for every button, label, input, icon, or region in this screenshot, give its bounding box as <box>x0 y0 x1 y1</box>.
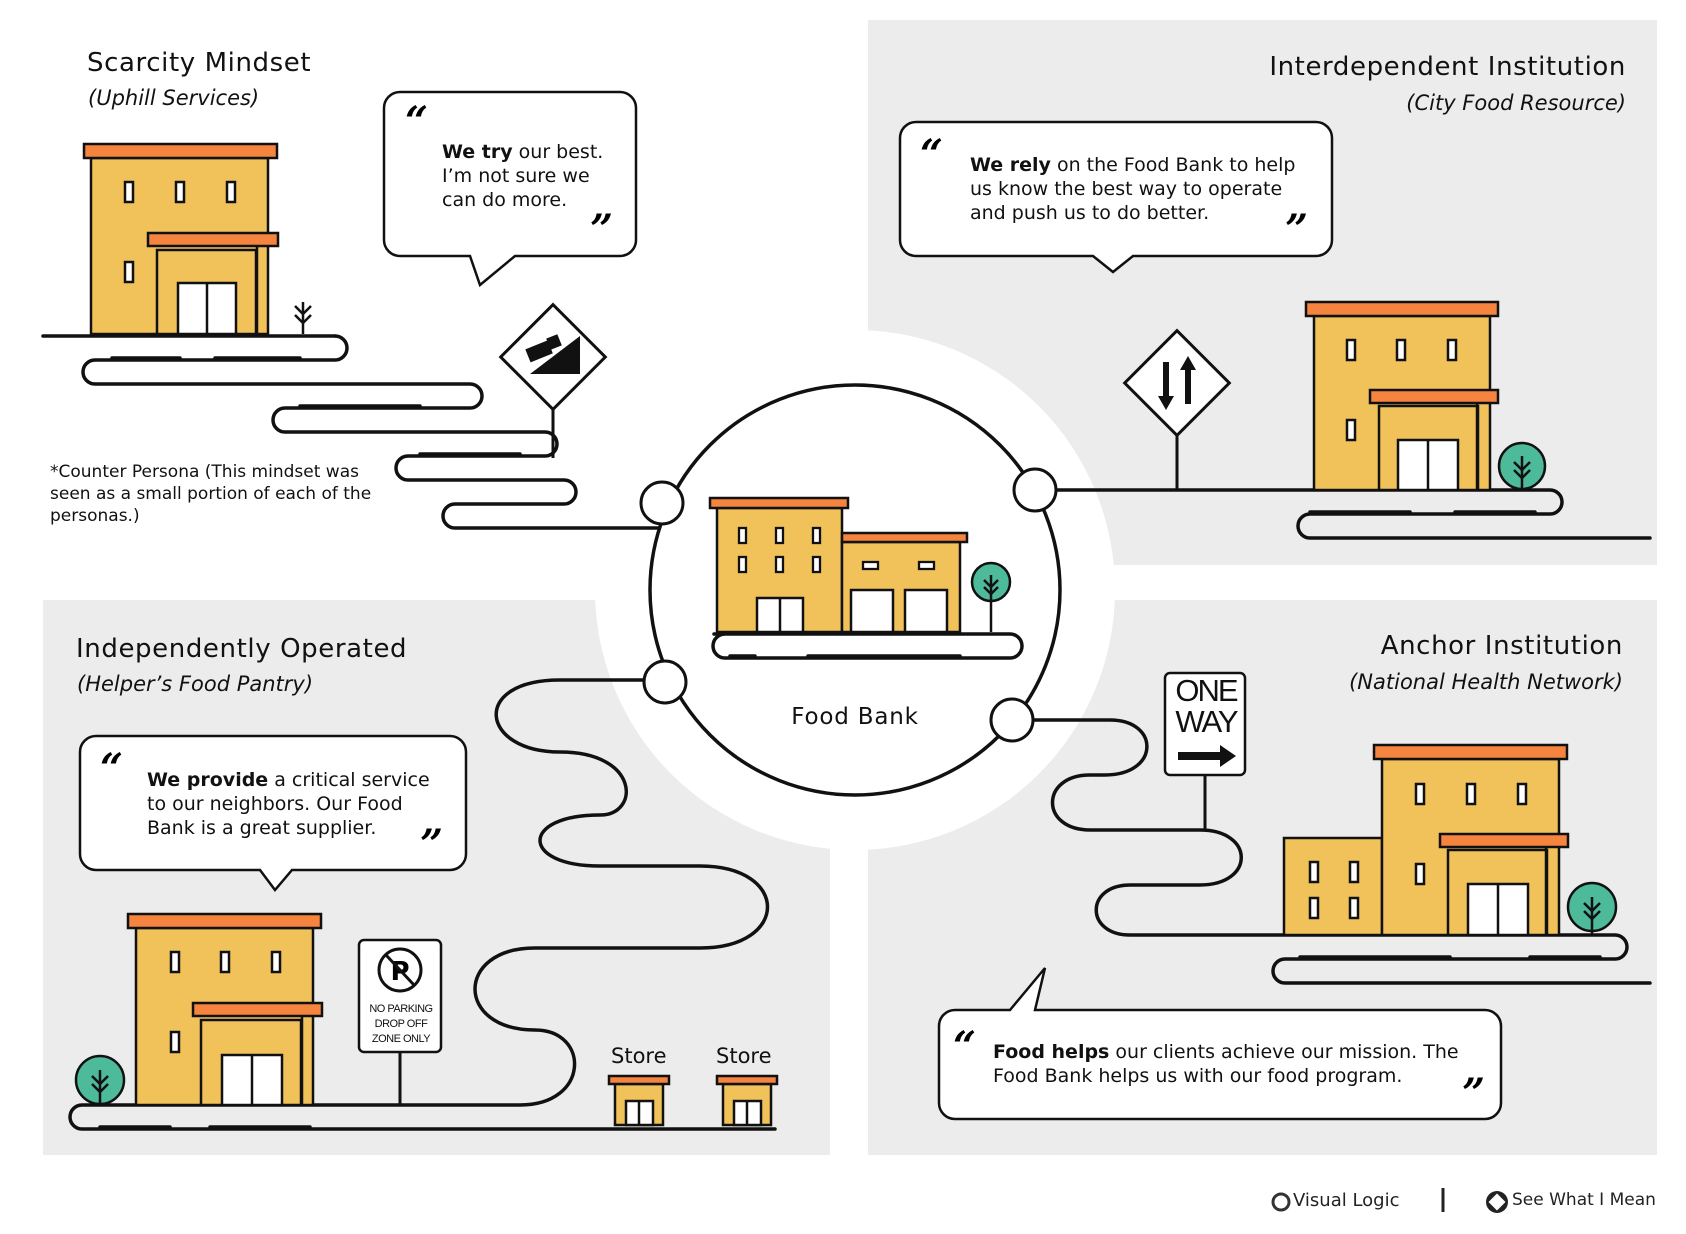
quote-rest: our best. I’m not sure we can do more. <box>442 141 604 211</box>
sign-line: WAY <box>1175 704 1238 739</box>
open-quote-icon: “ <box>100 745 123 792</box>
store-building <box>607 1074 671 1127</box>
quote-top-left: We try our best. I’m not sure we can do … <box>442 140 617 212</box>
quote-bold: Food helps <box>993 1041 1110 1063</box>
building-food-bank <box>708 496 969 634</box>
building-uphill-services <box>82 142 280 336</box>
subtitle-national-health-network: (National Health Network) <box>1349 670 1623 694</box>
speech-bubble-top-left <box>382 90 638 288</box>
sign-line: ZONE ONLY <box>371 1033 431 1045</box>
store-label: Store <box>611 1044 667 1068</box>
title-scarcity-mindset: Scarcity Mindset <box>87 48 312 78</box>
building-city-food-resource <box>1304 300 1500 492</box>
road-top-left <box>41 334 662 530</box>
title-independently-operated: Independently Operated <box>76 634 408 664</box>
one-way-sign-icon <box>1163 671 1247 830</box>
sapling-icon <box>294 302 312 334</box>
road-bottom-left <box>68 678 777 1131</box>
road-top-right <box>1048 488 1652 540</box>
speech-bubble-bottom-left <box>78 734 468 893</box>
store-building <box>715 1074 779 1127</box>
close-quote-icon: ” <box>1462 1070 1485 1117</box>
title-interdependent-institution: Interdependent Institution <box>1269 52 1626 82</box>
two-way-traffic-sign-icon <box>1122 328 1232 490</box>
center-road <box>711 632 1024 660</box>
road-top-left-dashes <box>110 356 522 456</box>
open-quote-icon: “ <box>920 131 943 178</box>
speech-bubble-bottom-right <box>937 967 1503 1121</box>
no-parking-sign-icon: P <box>357 938 443 1105</box>
counter-persona-note: *Counter Persona (This mindset was seen … <box>50 462 372 526</box>
open-quote-icon: “ <box>953 1023 976 1070</box>
subtitle-helpers-food-pantry: (Helper’s Food Pantry) <box>77 672 314 696</box>
quote-bottom-left: We provide a critical service to our nei… <box>147 768 437 840</box>
tree-icon <box>1497 441 1547 491</box>
open-quote-icon: “ <box>405 98 428 145</box>
connector-top-left <box>639 480 685 526</box>
quote-rest: on the Food Bank to help us know the bes… <box>970 154 1296 224</box>
quote-rest: a critical service to our neighbors. Our… <box>147 769 430 839</box>
connector-top-right <box>1012 467 1058 513</box>
road-bottom-right <box>1030 718 1652 985</box>
see-what-i-mean-brand: See What I Mean <box>1512 1190 1656 1210</box>
sign-line: DROP OFF <box>374 1018 428 1030</box>
uphill-truck-sign-icon <box>498 302 608 458</box>
close-quote-icon: ” <box>590 206 613 253</box>
no-parking-sign-text: NO PARKING DROP OFF ZONE ONLY <box>362 1002 440 1047</box>
hub-connectors <box>639 467 1058 743</box>
one-way-sign-text: ONE WAY <box>1166 675 1246 737</box>
see-what-i-mean-logo-icon <box>1486 1191 1508 1213</box>
title-anchor-institution: Anchor Institution <box>1380 631 1623 661</box>
speech-bubble-top-right <box>898 120 1334 274</box>
visual-logic-logo-icon <box>1271 1192 1291 1212</box>
sign-line: ONE <box>1175 673 1238 708</box>
connector-bottom-left <box>642 659 688 705</box>
close-quote-icon: ” <box>420 821 443 868</box>
quote-top-right: We rely on the Food Bank to help us know… <box>970 153 1310 225</box>
subtitle-city-food-resource: (City Food Resource) <box>1406 91 1626 115</box>
quote-bold: We try <box>442 141 513 163</box>
connector-bottom-right <box>989 697 1035 743</box>
building-national-health-network <box>1282 743 1570 937</box>
quote-rest: our clients achieve our mission. The Foo… <box>993 1041 1459 1087</box>
sign-line: NO PARKING <box>369 1003 433 1015</box>
subtitle-uphill-services: (Uphill Services) <box>88 86 260 110</box>
building-helpers-food-pantry <box>126 912 324 1107</box>
tree-icon <box>970 561 1012 632</box>
store-label: Store <box>716 1044 772 1068</box>
visual-logic-brand: Visual Logic <box>1293 1190 1400 1211</box>
tree-icon <box>74 1054 126 1106</box>
quote-bold: We provide <box>147 769 269 791</box>
close-quote-icon: ” <box>1285 206 1308 253</box>
quote-bold: We rely <box>970 154 1051 176</box>
tree-icon <box>1566 881 1618 935</box>
quote-bottom-right: Food helps our clients achieve our missi… <box>993 1040 1463 1088</box>
food-bank-label: Food Bank <box>791 704 919 730</box>
